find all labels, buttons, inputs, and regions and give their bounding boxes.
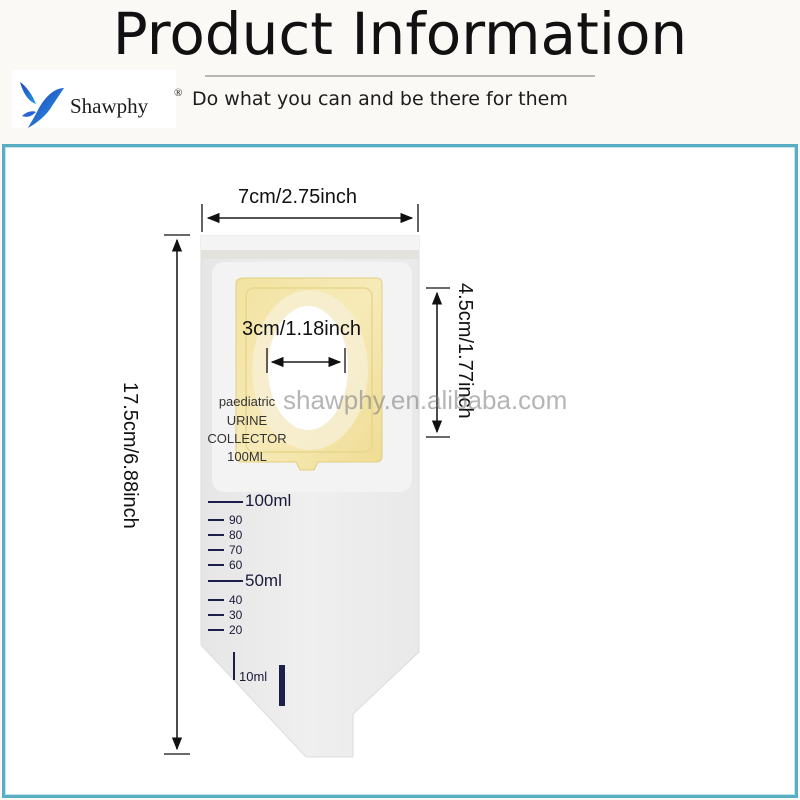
height-dimension-label: 17.5cm/6.88inch [119, 382, 141, 529]
title-divider [205, 75, 595, 77]
label-paediatric: paediatric [218, 394, 276, 409]
tagline: Do what you can and be there for them [192, 88, 568, 110]
brand-name: Shawphy [70, 94, 149, 118]
graduation-70: 70 [229, 543, 243, 557]
label-urine: URINE [226, 413, 268, 428]
graduation-10ml: 10ml [239, 669, 268, 684]
graduation-30: 30 [229, 608, 243, 622]
graduation-60: 60 [229, 558, 243, 572]
page-title: Product Information [112, 0, 688, 68]
graduation-20: 20 [229, 623, 243, 637]
watermark: shawphy.en.alibaba.com [283, 385, 568, 415]
graduation-40: 40 [229, 593, 243, 607]
butterfly-logo-icon [20, 82, 64, 128]
graduation-80: 80 [229, 528, 243, 542]
graduation-90: 90 [229, 513, 243, 527]
graduation-100ml: 100ml [245, 491, 292, 510]
registered-mark: ® [174, 87, 183, 99]
label-collector: COLLECTOR [207, 431, 287, 446]
brand-logo: Shawphy ® [12, 70, 182, 128]
graduation-50ml: 50ml [245, 571, 282, 590]
opening-dimension-label: 3cm/1.18inch [242, 318, 361, 340]
label-capacity: 100ML [227, 449, 267, 464]
width-dimension-label: 7cm/2.75inch [238, 186, 357, 208]
